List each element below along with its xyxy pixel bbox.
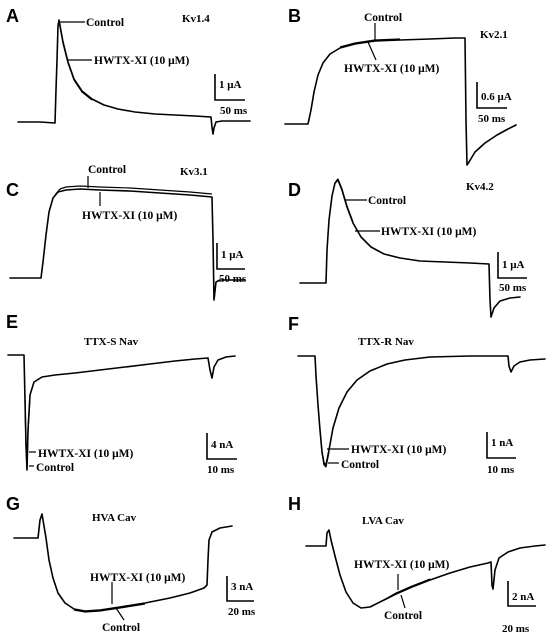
scale-x-label: 50 ms bbox=[478, 113, 506, 125]
scale-y-label: 4 nA bbox=[211, 439, 233, 451]
scale-bar bbox=[226, 576, 254, 602]
channel-title: Kv3.1 bbox=[180, 166, 208, 178]
trace-control bbox=[339, 38, 401, 48]
series-label: Control bbox=[384, 610, 422, 622]
scale-y-label: 1 μA bbox=[502, 259, 524, 271]
channel-title: TTX-R Nav bbox=[358, 336, 414, 348]
trace-hwtx bbox=[17, 19, 251, 135]
leader-line bbox=[400, 594, 406, 609]
trace-control bbox=[73, 603, 146, 613]
trace-hwtx bbox=[13, 513, 233, 612]
trace-hwtx bbox=[297, 355, 546, 466]
scale-y-label: 1 μA bbox=[221, 249, 243, 261]
channel-title: Kv1.4 bbox=[182, 13, 210, 25]
series-label: HWTX-XI (10 μM) bbox=[90, 572, 185, 584]
scale-bar bbox=[214, 74, 245, 101]
series-label: Control bbox=[86, 17, 124, 29]
scale-y-label: 1 μA bbox=[219, 79, 241, 91]
channel-title: Kv2.1 bbox=[480, 29, 508, 41]
trace-hwtx bbox=[9, 188, 246, 301]
panel-letter: H bbox=[288, 494, 301, 514]
trace-hwtx bbox=[305, 529, 546, 609]
series-label: Control bbox=[88, 164, 126, 176]
scale-x-label: 20 ms bbox=[228, 606, 256, 618]
panel-b: B Kv2.1 Control HWTX-XI (10 μM) 0.6 μA 5… bbox=[284, 6, 517, 166]
scale-bar bbox=[507, 581, 536, 607]
panel-g: G HVA Cav HWTX-XI (10 μM) Control 3 nA 2… bbox=[6, 494, 256, 634]
series-label: HWTX-XI (10 μM) bbox=[351, 444, 446, 456]
scale-x-label: 50 ms bbox=[499, 282, 527, 294]
panel-a: A Kv1.4 Control HWTX-XI (10 μM) 1 μA 50 … bbox=[6, 6, 251, 135]
panel-letter: B bbox=[288, 6, 301, 26]
series-label: HWTX-XI (10 μM) bbox=[82, 210, 177, 222]
scale-x-label: 50 ms bbox=[220, 105, 248, 117]
channel-title: HVA Cav bbox=[92, 512, 137, 524]
series-label: Control bbox=[364, 12, 402, 24]
scale-bar bbox=[497, 252, 527, 279]
panel-f: F TTX-R Nav HWTX-XI (10 μM) Control 1 nA… bbox=[288, 314, 546, 476]
panel-letter: E bbox=[6, 312, 18, 332]
scale-y-label: 2 nA bbox=[512, 591, 534, 603]
trace-hwtx bbox=[299, 179, 521, 318]
series-label: HWTX-XI (10 μM) bbox=[38, 448, 133, 460]
panel-d: D Kv4.2 Control HWTX-XI (10 μM) 1 μA 50 … bbox=[288, 178, 527, 318]
panel-letter: A bbox=[6, 6, 19, 26]
channel-title: TTX-S Nav bbox=[84, 336, 139, 348]
trace-control bbox=[321, 451, 330, 468]
trace-control bbox=[383, 578, 431, 601]
panel-letter: G bbox=[6, 494, 20, 514]
scale-bar bbox=[476, 82, 507, 109]
series-label: HWTX-XI (10 μM) bbox=[94, 55, 189, 67]
scale-y-label: 1 nA bbox=[491, 437, 513, 449]
leader-line bbox=[367, 41, 377, 61]
trace-control bbox=[24, 396, 31, 469]
scale-y-label: 3 nA bbox=[231, 581, 253, 593]
channel-title: Kv4.2 bbox=[466, 181, 494, 193]
panel-h: H LVA Cav HWTX-XI (10 μM) Control 2 nA 2… bbox=[288, 494, 546, 635]
scale-bar bbox=[216, 243, 245, 270]
trace-control bbox=[335, 178, 354, 223]
panel-letter: C bbox=[6, 180, 19, 200]
series-label: Control bbox=[368, 195, 406, 207]
panel-letter: F bbox=[288, 314, 299, 334]
series-label: Control bbox=[36, 462, 74, 474]
trace-control bbox=[57, 20, 93, 101]
scale-bar bbox=[206, 433, 237, 460]
channel-title: LVA Cav bbox=[362, 515, 404, 527]
scale-y-label: 0.6 μA bbox=[481, 91, 512, 103]
series-label: HWTX-XI (10 μM) bbox=[381, 226, 476, 238]
panel-e: E TTX-S Nav HWTX-XI (10 μM) Control 4 nA… bbox=[6, 312, 237, 476]
panel-c: C Kv3.1 Control HWTX-XI (10 μM) 1 μA 50 … bbox=[6, 164, 247, 301]
scale-x-label: 10 ms bbox=[207, 464, 235, 476]
panel-letter: D bbox=[288, 180, 301, 200]
series-label: Control bbox=[341, 459, 379, 471]
leader-line bbox=[115, 607, 125, 621]
scale-x-label: 10 ms bbox=[487, 464, 515, 476]
series-label: Control bbox=[102, 622, 140, 634]
series-label: HWTX-XI (10 μM) bbox=[354, 559, 449, 571]
scale-x-label: 50 ms bbox=[219, 273, 247, 285]
scale-bar bbox=[486, 432, 516, 459]
trace-control bbox=[54, 185, 213, 196]
trace-hwtx bbox=[284, 37, 517, 166]
scale-x-label: 20 ms bbox=[502, 623, 530, 635]
series-label: HWTX-XI (10 μM) bbox=[344, 63, 439, 75]
